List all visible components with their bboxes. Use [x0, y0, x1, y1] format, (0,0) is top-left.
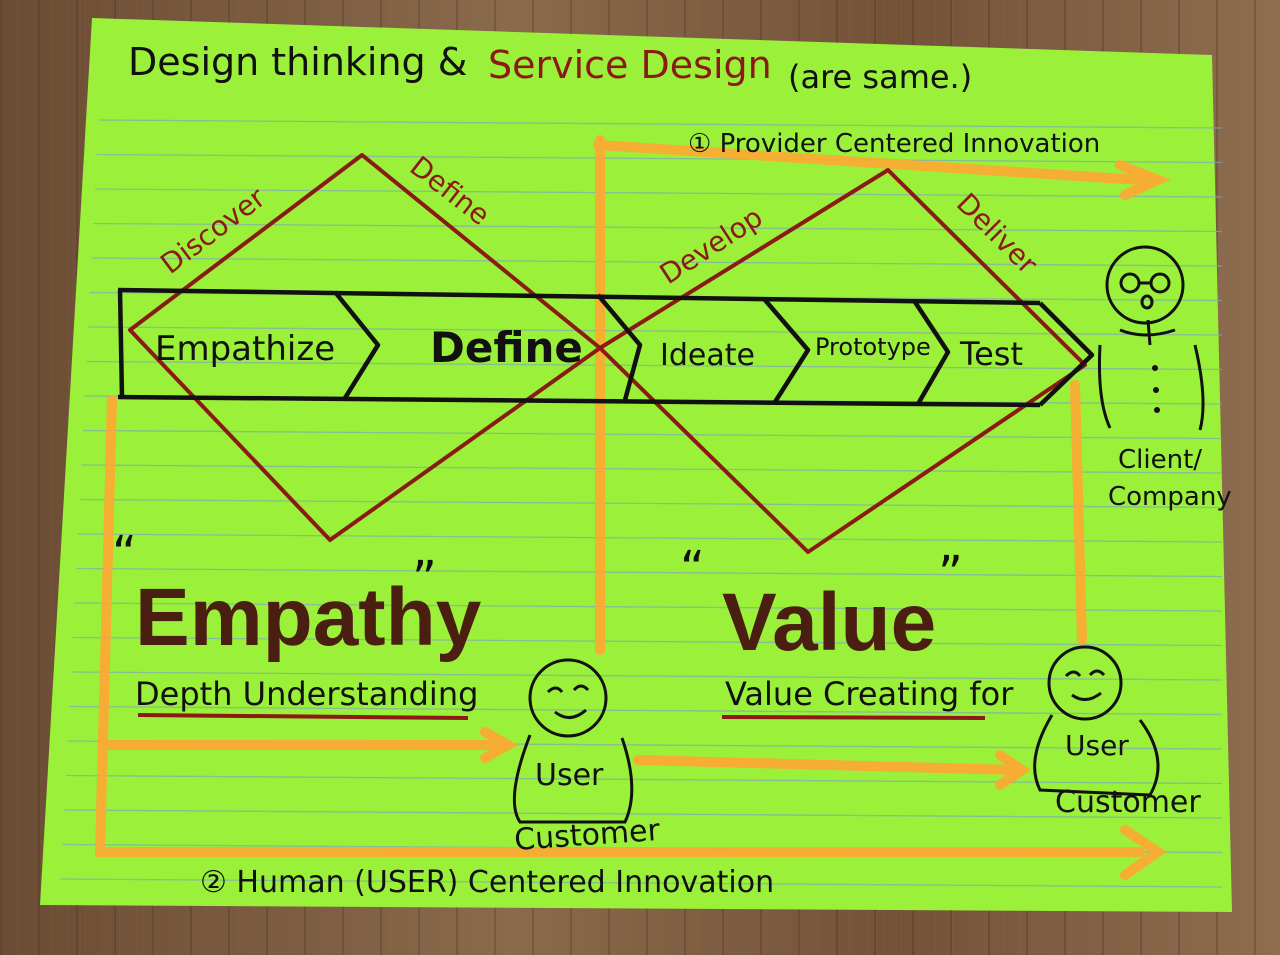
- provider-arrow: [593, 135, 1171, 655]
- ruled-line: [93, 222, 1223, 233]
- step-ideate: Ideate: [660, 338, 755, 373]
- client-label-line1: Client/: [1118, 445, 1202, 475]
- client-figure: [1097, 245, 1205, 431]
- step-prototype: Prototype: [815, 333, 931, 361]
- empathy-subtitle: Depth Understanding: [135, 675, 478, 713]
- user-figure-right: [1033, 645, 1160, 797]
- ruled-line: [69, 705, 1223, 716]
- ruled-line: [65, 774, 1223, 785]
- title-part1: Design thinking &: [128, 40, 467, 84]
- title-part2: Service Design: [488, 43, 772, 87]
- step-test: Test: [959, 335, 1023, 373]
- empathy-quote-close: ”: [412, 551, 437, 607]
- process-band: [117, 287, 1095, 408]
- ruled-line: [82, 429, 1223, 440]
- ruled-line: [72, 636, 1223, 647]
- ruled-line: [74, 602, 1223, 612]
- empathy-underline: [137, 713, 469, 720]
- empathy-heading: Empathy: [135, 572, 482, 663]
- provider-label: ① Provider Centered Innovation: [688, 129, 1100, 159]
- ruled-line: [96, 153, 1223, 164]
- ruled-line: [95, 188, 1223, 198]
- ruled-line: [98, 119, 1223, 129]
- ruled-line: [79, 498, 1223, 509]
- ruled-line: [91, 257, 1223, 267]
- human-arrow: [94, 395, 1167, 880]
- empathy-quote-open: “: [112, 526, 137, 582]
- title-part3: (are same.): [788, 58, 972, 96]
- human-label: ② Human (USER) Centered Innovation: [200, 865, 774, 900]
- ruled-line: [70, 671, 1223, 681]
- value-quote-open: “: [680, 541, 705, 597]
- green-sticky-note: [40, 18, 1232, 912]
- ruled-line: [86, 360, 1223, 371]
- ruled-line: [88, 326, 1223, 336]
- step-define: Define: [430, 323, 583, 372]
- value-subtitle: Value Creating for: [725, 675, 1014, 713]
- value-underline: [721, 715, 986, 720]
- double-diamond: [128, 153, 1087, 554]
- user-left-label: User: [535, 758, 604, 793]
- ruled-line: [63, 809, 1223, 819]
- user-right-label: User: [1065, 729, 1129, 762]
- ruled-line: [60, 878, 1223, 888]
- client-label-line2: Company: [1108, 482, 1232, 512]
- ruled-line: [76, 567, 1223, 578]
- step-empathize: Empathize: [155, 329, 335, 369]
- ruled-line: [77, 533, 1223, 543]
- client-buttons: [1152, 365, 1160, 413]
- customer-right-label: Customer: [1055, 785, 1201, 820]
- user-figure-left: [512, 658, 634, 824]
- value-quote-close: ”: [938, 546, 963, 602]
- ruled-line: [81, 464, 1223, 474]
- value-heading: Value: [722, 577, 936, 668]
